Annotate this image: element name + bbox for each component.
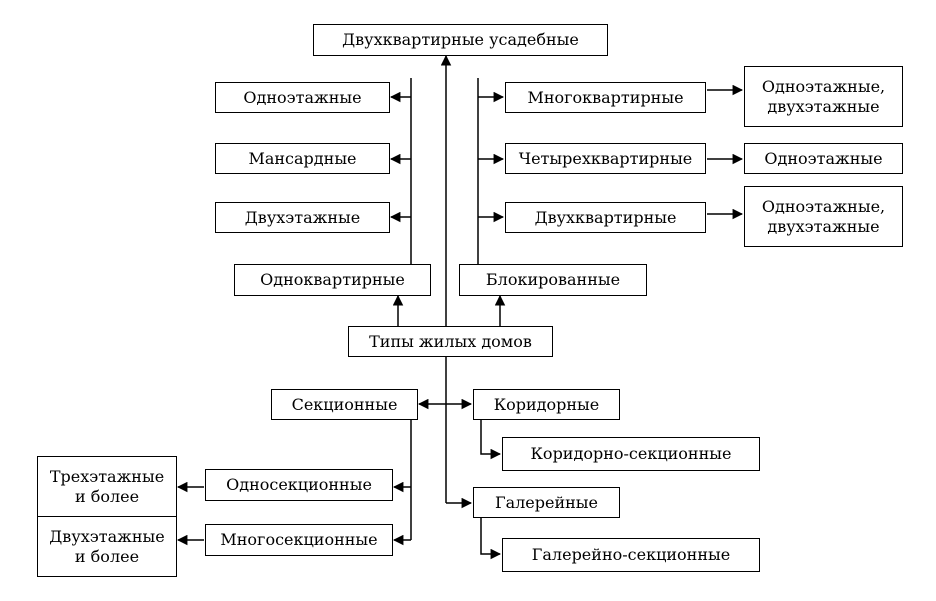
node-gallery: Галерейные: [473, 487, 620, 518]
connector-gallery-sectional: [480, 518, 502, 560]
node-mansard: Мансардные: [215, 143, 390, 174]
node-four-apartment-result: Одноэтажные: [744, 143, 903, 174]
node-one-apartment: Одноквартирные: [234, 264, 431, 296]
node-one-section: Односекционные: [205, 469, 393, 501]
node-four-apartment: Четырехквартирные: [505, 143, 706, 174]
node-sectional: Секционные: [271, 389, 418, 420]
connector-corridor-sectional: [480, 420, 502, 460]
node-two-apartment-manor: Двухквартирные усадебные: [313, 24, 608, 56]
node-two-apartment: Двухквартирные: [505, 202, 706, 233]
node-multi-apartment: Многоквартирные: [505, 82, 706, 113]
node-two-storey-more: Двухэтажные и более: [37, 516, 177, 577]
node-multi-apartment-result: Одноэтажные, двухэтажные: [744, 66, 903, 127]
node-one-storey: Одноэтажные: [215, 82, 390, 113]
node-three-storey-more: Трехэтажные и более: [37, 456, 177, 517]
node-root: Типы жилых домов: [348, 326, 553, 357]
node-blocked: Блокированные: [459, 264, 647, 296]
node-corridor-sectional: Коридорно-секционные: [502, 437, 760, 471]
node-multi-section: Многосекционные: [205, 524, 393, 556]
node-two-apartment-result: Одноэтажные, двухэтажные: [744, 186, 903, 247]
node-two-storey: Двухэтажные: [215, 202, 390, 233]
node-gallery-sectional: Галерейно-секционные: [502, 538, 760, 572]
node-corridor: Коридорные: [473, 389, 620, 420]
